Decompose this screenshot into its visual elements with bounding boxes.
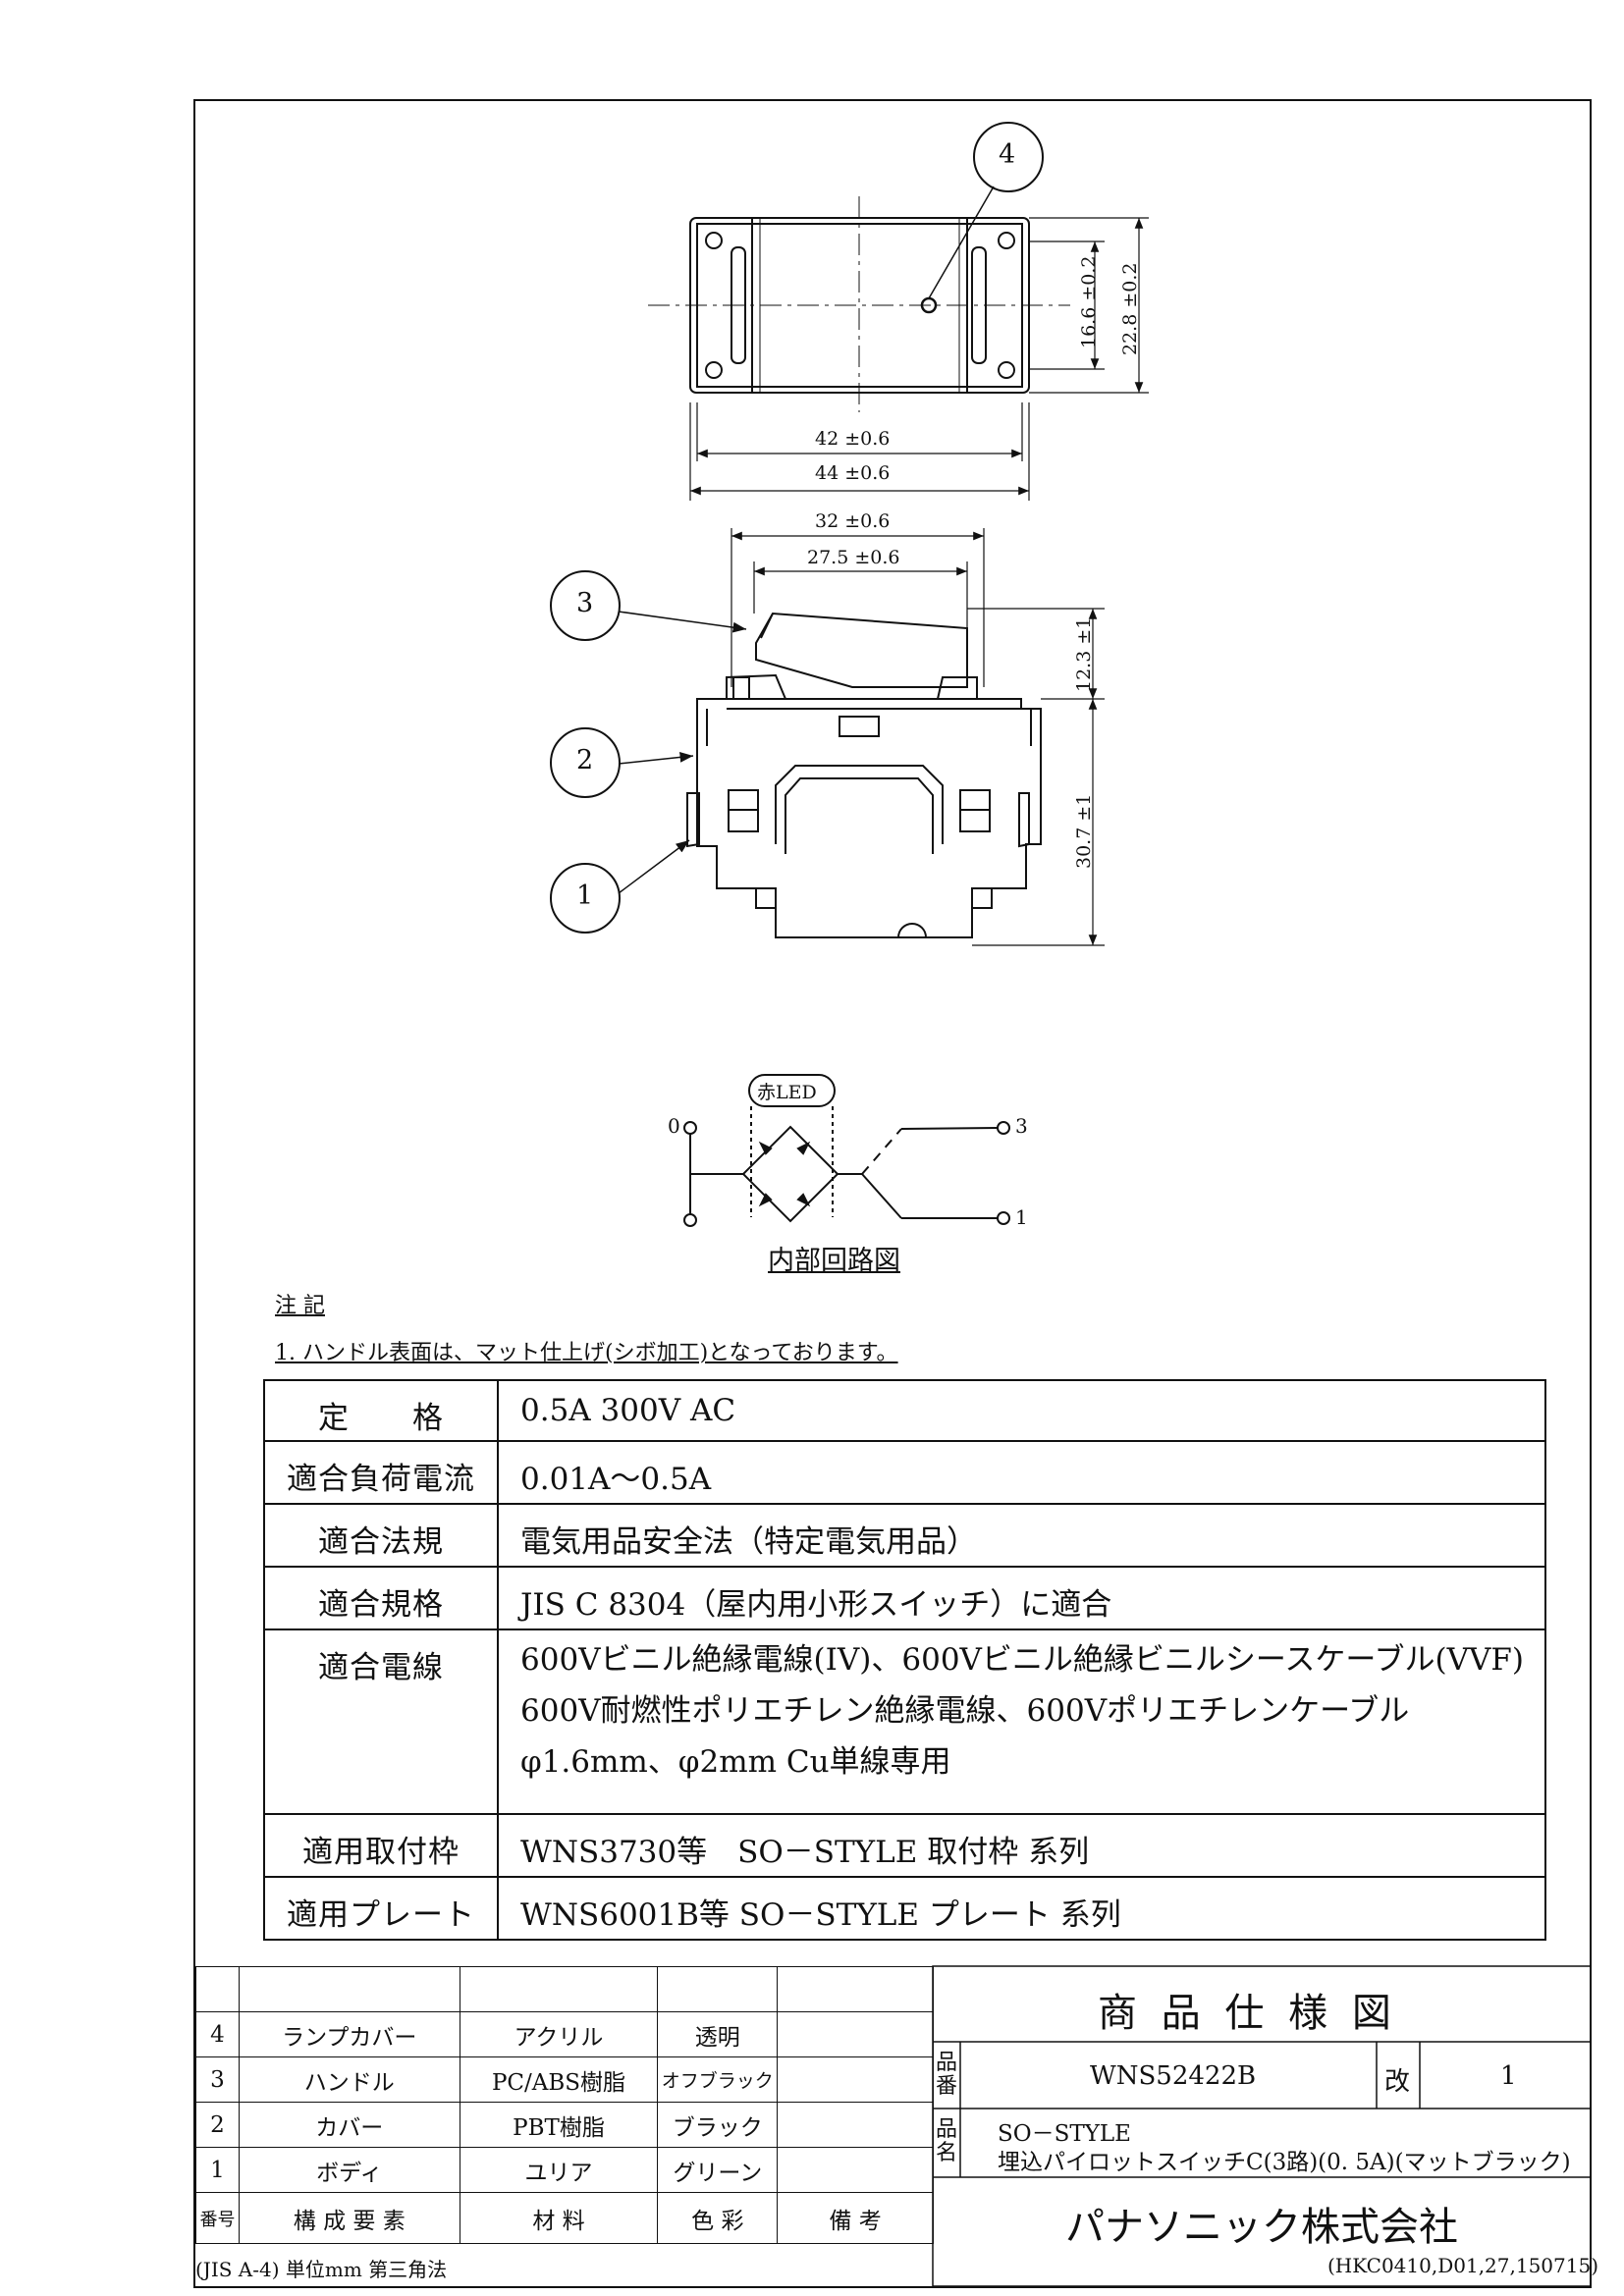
spec-table: 定 格 0.5A 300V AC 適合負荷電流 0.01A～0.5A 適合法規 … — [263, 1379, 1546, 1941]
bom-color: グリーン — [657, 2147, 779, 2193]
product-name-line-2: 埋込パイロットスイッチC(3路)(0. 5A)(マットブラック) — [998, 2150, 1571, 2175]
side-view-dimensions — [731, 528, 1105, 946]
bom-row: 2 カバー PBT樹脂 ブラック — [195, 2102, 934, 2148]
wire-line-3: φ1.6mm、φ2mm Cu単線専用 — [520, 1744, 951, 1780]
dim-44: 44 ±0.6 — [815, 462, 891, 484]
circuit-title: 内部回路図 — [768, 1246, 900, 1276]
spec-value: 0.5A 300V AC — [497, 1379, 1546, 1442]
company-name: パナソニック株式会社 — [1065, 2205, 1458, 2250]
terminal-3: 3 — [1015, 1114, 1028, 1138]
part-no-label: 品番 — [936, 2051, 958, 2099]
spec-value: 600Vビニル絶縁電線(IV)、600Vビニル絶縁ビニルシースケーブル(VVF)… — [497, 1629, 1546, 1815]
led-label: 赤LED — [757, 1082, 817, 1103]
bom-header-row: 番号 構 成 要 素 材 料 色 彩 備 考 — [195, 2192, 934, 2244]
bom-header-remark: 備 考 — [777, 2192, 934, 2244]
spec-row: 適合規格 JIS C 8304（屋内用小形スイッチ）に適合 — [263, 1566, 1546, 1630]
dim-22-8: 22.8 ±0.2 — [1119, 262, 1141, 355]
dim-32: 32 ±0.6 — [815, 510, 891, 532]
bom-table: 4 ランプカバー アクリル 透明 3 ハンドル PC/ABS樹脂 オフブラック … — [195, 1966, 934, 2244]
terminal-1: 1 — [1015, 1205, 1028, 1229]
bom-material: アクリル — [459, 2011, 659, 2057]
spec-label: 適合規格 — [263, 1566, 499, 1630]
revision-label: 改 — [1384, 2067, 1411, 2097]
product-name-line-1: SO－STYLE — [998, 2121, 1131, 2147]
spec-label: 適用プレート — [263, 1876, 499, 1941]
bom-color: 透明 — [657, 2011, 779, 2057]
side-view — [550, 570, 1042, 938]
spec-value: 電気用品安全法（特定電気用品） — [497, 1503, 1546, 1568]
bom-no: 2 — [195, 2102, 240, 2148]
bom-row: 1 ボディ ユリア グリーン — [195, 2147, 934, 2193]
callout-3: 3 — [576, 588, 594, 618]
spec-value: JIS C 8304（屋内用小形スイッチ）に適合 — [497, 1566, 1546, 1630]
internal-circuit — [683, 1074, 1010, 1227]
notes-line-1: 1. ハンドル表面は、マット仕上げ(シボ加工)となっております。 — [275, 1341, 898, 1365]
part-number: WNS52422B — [1090, 2061, 1257, 2091]
spec-label: 適合法規 — [263, 1503, 499, 1568]
product-name-label: 品名 — [936, 2117, 958, 2165]
spec-row: 適用取付枠 WNS3730等 SO－STYLE 取付枠 系列 — [263, 1813, 1546, 1878]
bom-header-material: 材 料 — [459, 2192, 659, 2244]
bom-part: ボディ — [238, 2147, 460, 2193]
spec-label: 適合負荷電流 — [263, 1440, 499, 1505]
bom-remark — [777, 2056, 934, 2103]
dim-12-3: 12.3 ±1 — [1073, 616, 1095, 692]
spec-row: 適用プレート WNS6001B等 SO－STYLE プレート 系列 — [263, 1876, 1546, 1941]
drawing-frame — [193, 99, 1592, 2288]
drawing-title: 商 品 仕 様 図 — [1098, 1991, 1397, 2036]
bom-part: ランプカバー — [238, 2011, 460, 2057]
terminal-0: 0 — [668, 1114, 680, 1138]
bom-header-no: 番号 — [195, 2192, 240, 2244]
bom-row-blank — [195, 1966, 934, 2012]
callout-2: 2 — [576, 745, 594, 775]
bom-row: 4 ランプカバー アクリル 透明 — [195, 2011, 934, 2057]
spec-row: 適合法規 電気用品安全法（特定電気用品） — [263, 1503, 1546, 1568]
bom-material: ユリア — [459, 2147, 659, 2193]
callout-1: 1 — [576, 881, 594, 911]
bom-no: 3 — [195, 2056, 240, 2103]
spec-label: 適用取付枠 — [263, 1813, 499, 1878]
spec-row: 定 格 0.5A 300V AC — [263, 1379, 1546, 1442]
bom-remark — [777, 2147, 934, 2193]
dim-42: 42 ±0.6 — [815, 428, 891, 450]
top-view-dimensions — [689, 217, 1149, 501]
bom-color: ブラック — [657, 2102, 779, 2148]
spec-value: WNS3730等 SO－STYLE 取付枠 系列 — [497, 1813, 1546, 1878]
spec-label: 定 格 — [263, 1379, 499, 1442]
spec-row: 適合電線 600Vビニル絶縁電線(IV)、600Vビニル絶縁ビニルシースケーブル… — [263, 1629, 1546, 1815]
bom-header-part: 構 成 要 素 — [238, 2192, 460, 2244]
bom-no: 1 — [195, 2147, 240, 2193]
bom-material: PC/ABS樹脂 — [459, 2056, 659, 2103]
spec-value: 0.01A～0.5A — [497, 1440, 1546, 1505]
bom-part: カバー — [238, 2102, 460, 2148]
wire-line-1: 600Vビニル絶縁電線(IV)、600Vビニル絶縁ビニルシースケーブル(VVF) — [520, 1642, 1524, 1678]
top-view — [648, 122, 1070, 412]
bom-material: PBT樹脂 — [459, 2102, 659, 2148]
footer-right: (HKC0410,D01,27,150715) — [1327, 2254, 1599, 2277]
bom-remark — [777, 2102, 934, 2148]
bom-header-color: 色 彩 — [657, 2192, 779, 2244]
spec-label: 適合電線 — [263, 1629, 499, 1815]
dim-16-6: 16.6 ±0.2 — [1078, 255, 1100, 348]
spec-value: WNS6001B等 SO－STYLE プレート 系列 — [497, 1876, 1546, 1941]
dim-27-5: 27.5 ±0.6 — [807, 547, 900, 568]
bom-remark — [777, 2011, 934, 2057]
notes-heading: 注 記 — [275, 1294, 325, 1318]
wire-line-2: 600V耐燃性ポリエチレン絶縁電線、600Vポリエチレンケーブル — [520, 1693, 1410, 1729]
revision-number: 1 — [1500, 2061, 1517, 2091]
spec-row: 適合負荷電流 0.01A～0.5A — [263, 1440, 1546, 1505]
bom-no: 4 — [195, 2011, 240, 2057]
bom-row: 3 ハンドル PC/ABS樹脂 オフブラック — [195, 2056, 934, 2103]
footer-left: (JIS A-4) 単位mm 第三角法 — [195, 2258, 448, 2281]
bom-part: ハンドル — [238, 2056, 460, 2103]
bom-color: オフブラック — [657, 2056, 779, 2103]
callout-4: 4 — [999, 139, 1016, 170]
dim-30-7: 30.7 ±1 — [1073, 793, 1095, 869]
